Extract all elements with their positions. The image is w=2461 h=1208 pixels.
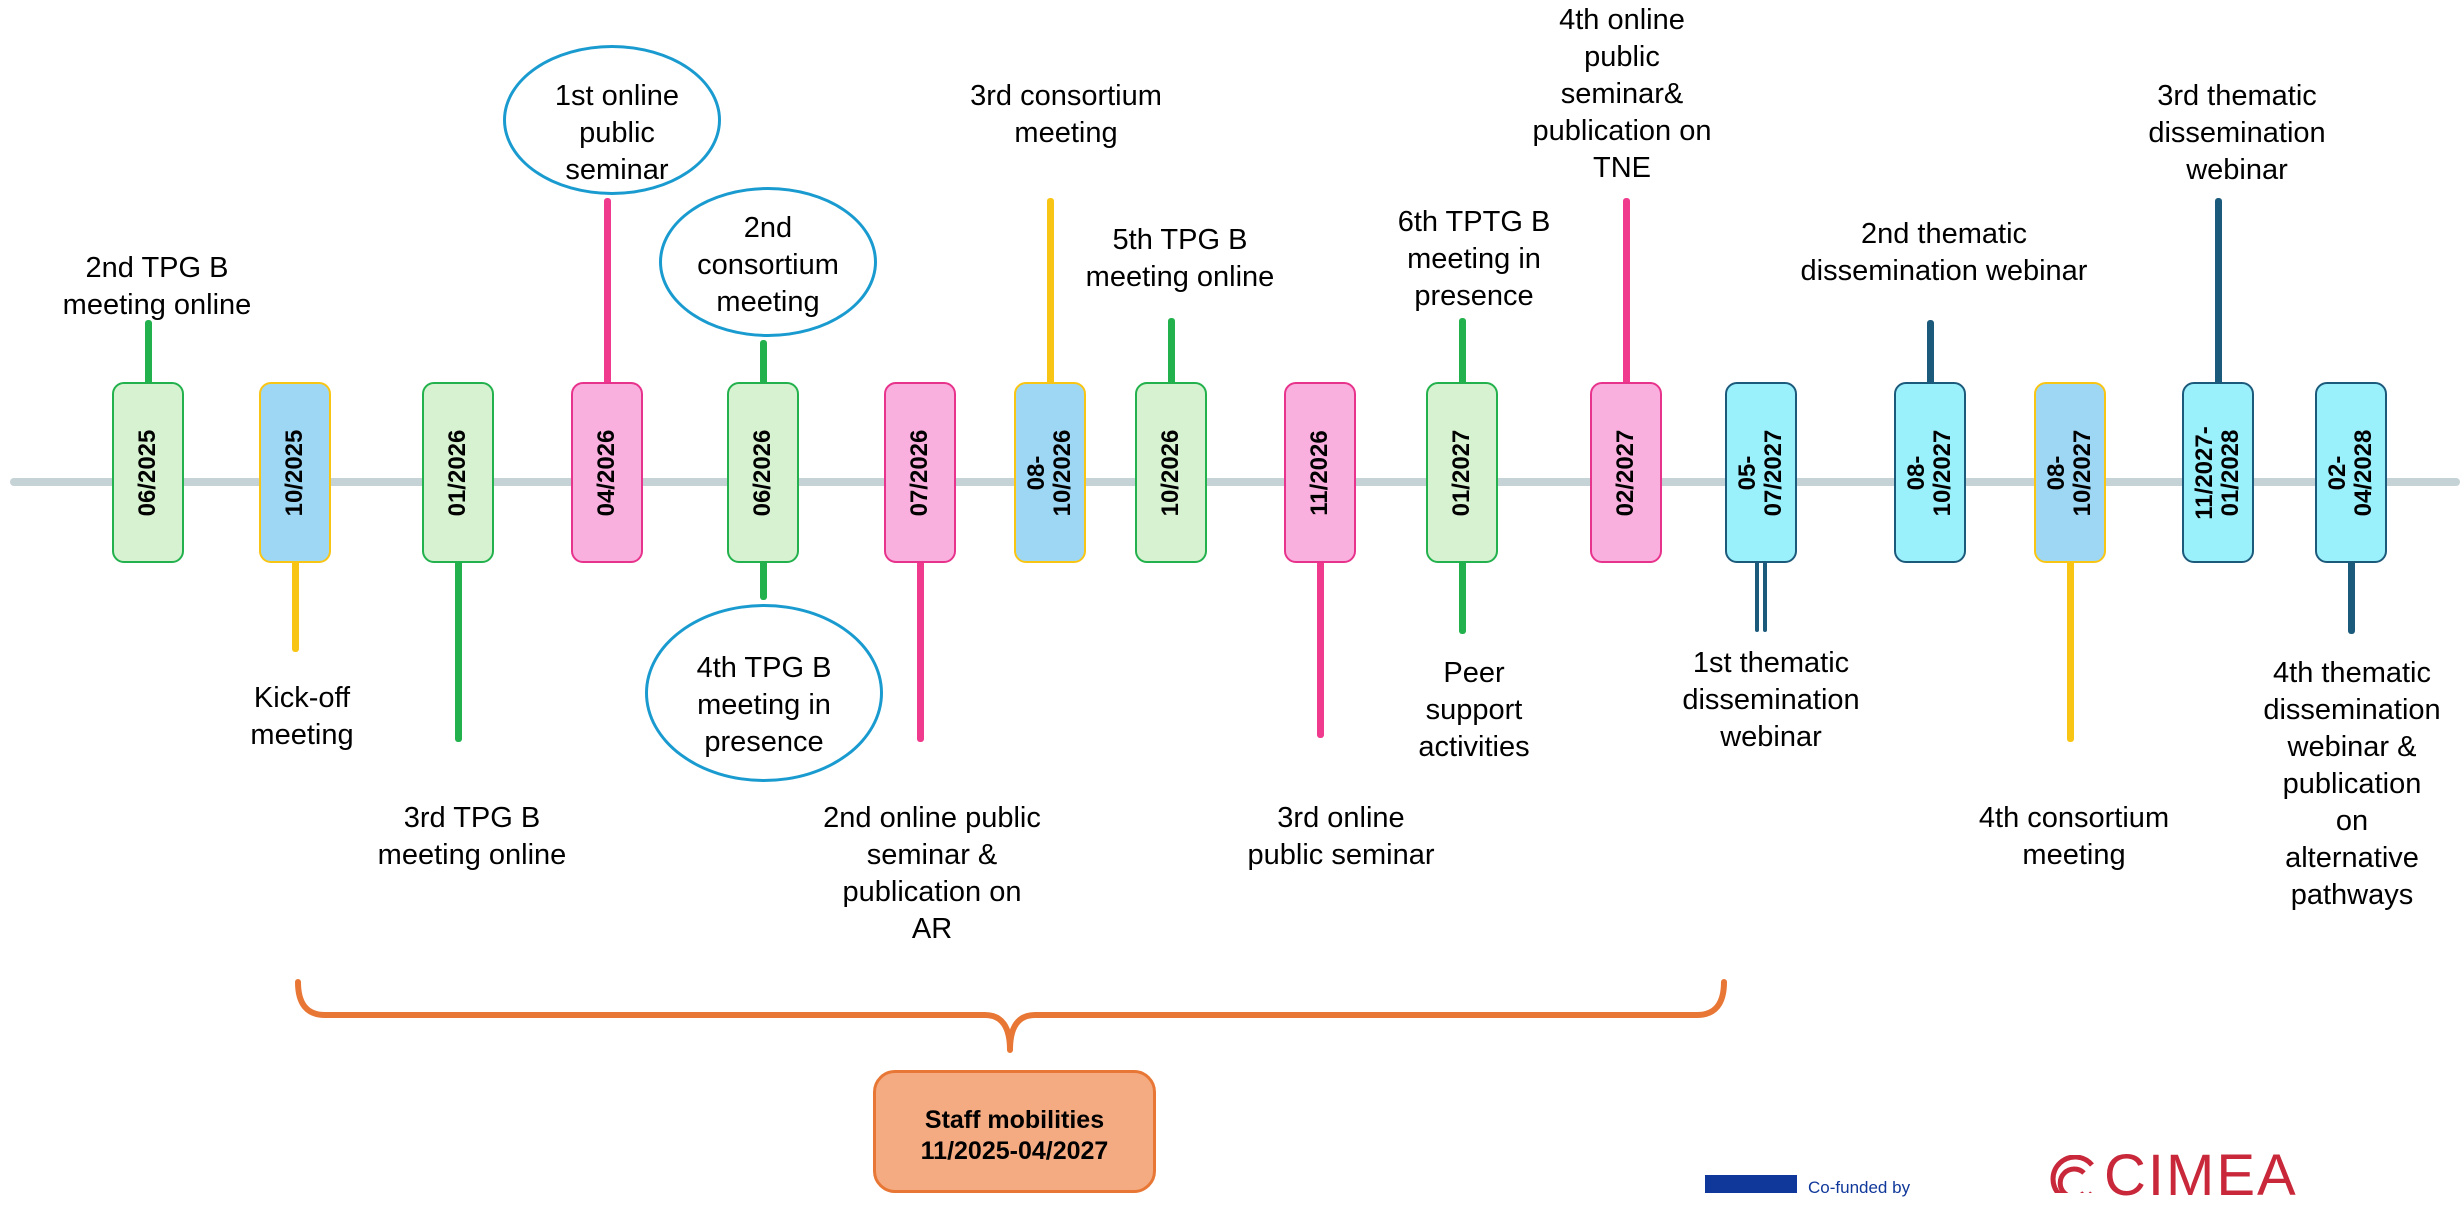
milestone-date: 05-07/2027 — [1734, 429, 1787, 516]
milestone-stem — [2066, 559, 2074, 742]
milestone-date-pill: 06/2026 — [727, 382, 799, 563]
milestone-date-pill: 01/2027 — [1426, 382, 1498, 563]
milestone-label: Kick-off meeting — [250, 682, 354, 751]
milestone-stem — [1926, 320, 1934, 386]
cimea-logo-text: CIMEA — [2104, 1143, 2298, 1208]
eu-cofunded-text: Co-funded by — [1808, 1178, 1911, 1197]
milestone-label: 6th TPTG B meeting in presence — [1397, 206, 1551, 312]
milestone-date-pill: 07/2026 — [884, 382, 956, 563]
milestone-stem — [454, 559, 462, 742]
milestone-label: 4th TPG B meeting in presence — [696, 652, 832, 758]
milestone-date-pill: 02/2027 — [1590, 382, 1662, 563]
milestone-stem — [1458, 559, 1466, 634]
milestone-label: 1st thematic dissemination webinar — [1682, 647, 1860, 753]
milestone-stem — [2347, 559, 2355, 634]
milestone-label: Peer support activities — [1418, 657, 1530, 763]
milestone-date-pill: 08-10/2027 — [1894, 382, 1966, 563]
milestone-oval — [645, 604, 883, 782]
milestone-date-pill: 10/2025 — [259, 382, 331, 563]
milestone-label: 2nd thematic dissemination webinar — [1800, 218, 2088, 287]
milestone-stem — [1458, 318, 1466, 386]
milestone-date: 08-10/2027 — [2043, 429, 2096, 516]
milestone-date: 08-10/2026 — [1023, 429, 1076, 516]
milestone-date: 11/2026 — [1306, 429, 1333, 516]
milestone-label: 4th thematic dissemination webinar & pub… — [2263, 657, 2441, 911]
milestone-stem — [1755, 559, 1759, 632]
milestone-date-pill: 08-10/2027 — [2034, 382, 2106, 563]
milestone-stem — [603, 198, 611, 386]
milestone-label: 4th online public seminar& publication o… — [1532, 4, 1712, 184]
milestone-label: 2nd consortium meeting — [697, 212, 839, 318]
milestone-stem — [1316, 559, 1324, 738]
milestone-label: 3rd consortium meeting — [970, 80, 1162, 149]
milestone-date: 07/2026 — [906, 429, 933, 516]
milestone-stem — [291, 559, 299, 652]
milestone-date: 06/2026 — [749, 429, 776, 516]
milestone-date: 08-10/2027 — [1903, 429, 1956, 516]
milestone-date-pill: 11/2027- 01/2028 — [2182, 382, 2254, 563]
milestone-date: 10/2025 — [281, 429, 308, 516]
milestone-stem — [1167, 318, 1175, 386]
milestone-date: 01/2027 — [1448, 429, 1475, 516]
milestone-label: 2nd TPG B meeting online — [62, 252, 252, 321]
milestone-date: 01/2026 — [444, 429, 471, 516]
milestone-stem — [2214, 198, 2222, 386]
milestone-date-pill: 11/2026 — [1284, 382, 1356, 563]
milestone-stem — [1763, 559, 1767, 632]
milestone-date: 11/2027- 01/2028 — [2191, 425, 2244, 520]
milestone-date-pill: 05-07/2027 — [1725, 382, 1797, 563]
eu-flag-logo — [1705, 1175, 1797, 1193]
milestone-label: 2nd online public seminar & publication … — [823, 802, 1041, 945]
milestone-label: 3rd online public seminar — [1247, 802, 1435, 871]
milestone-date-pill: 01/2026 — [422, 382, 494, 563]
staff-mobilities-box: Staff mobilities 11/2025-04/2027 — [873, 1070, 1156, 1193]
milestone-date-pill: 10/2026 — [1135, 382, 1207, 563]
milestone-label: 5th TPG B meeting online — [1085, 224, 1275, 293]
milestone-date: 02/2027 — [1612, 429, 1639, 516]
milestone-label: 3rd thematic dissemination webinar — [2148, 80, 2326, 186]
milestone-stem — [916, 559, 924, 742]
milestone-stem — [1046, 198, 1054, 386]
milestone-label: 1st online public seminar — [554, 80, 680, 186]
milestone-stem — [759, 340, 767, 386]
milestone-label: 3rd TPG B meeting online — [377, 802, 567, 871]
milestone-date: 06/2025 — [134, 429, 161, 516]
milestone-label: 4th consortium meeting — [1978, 802, 2170, 871]
milestone-oval — [503, 45, 721, 195]
milestone-stem — [759, 559, 767, 600]
milestone-oval — [659, 187, 877, 337]
timeline-axis — [10, 478, 2460, 486]
milestone-date-pill: 02-04/2028 — [2315, 382, 2387, 563]
milestone-date: 10/2026 — [1157, 429, 1184, 516]
cimea-logo-icon — [2050, 1155, 2094, 1193]
milestone-stem — [144, 320, 152, 386]
staff-mobilities-label: Staff mobilities 11/2025-04/2027 — [920, 1106, 1109, 1165]
milestone-date-pill: 08-10/2026 — [1014, 382, 1086, 563]
milestone-date: 04/2026 — [593, 429, 620, 516]
milestone-date: 02-04/2028 — [2324, 429, 2377, 516]
milestone-date-pill: 06/2025 — [112, 382, 184, 563]
milestone-stem — [1622, 198, 1630, 386]
milestone-date-pill: 04/2026 — [571, 382, 643, 563]
